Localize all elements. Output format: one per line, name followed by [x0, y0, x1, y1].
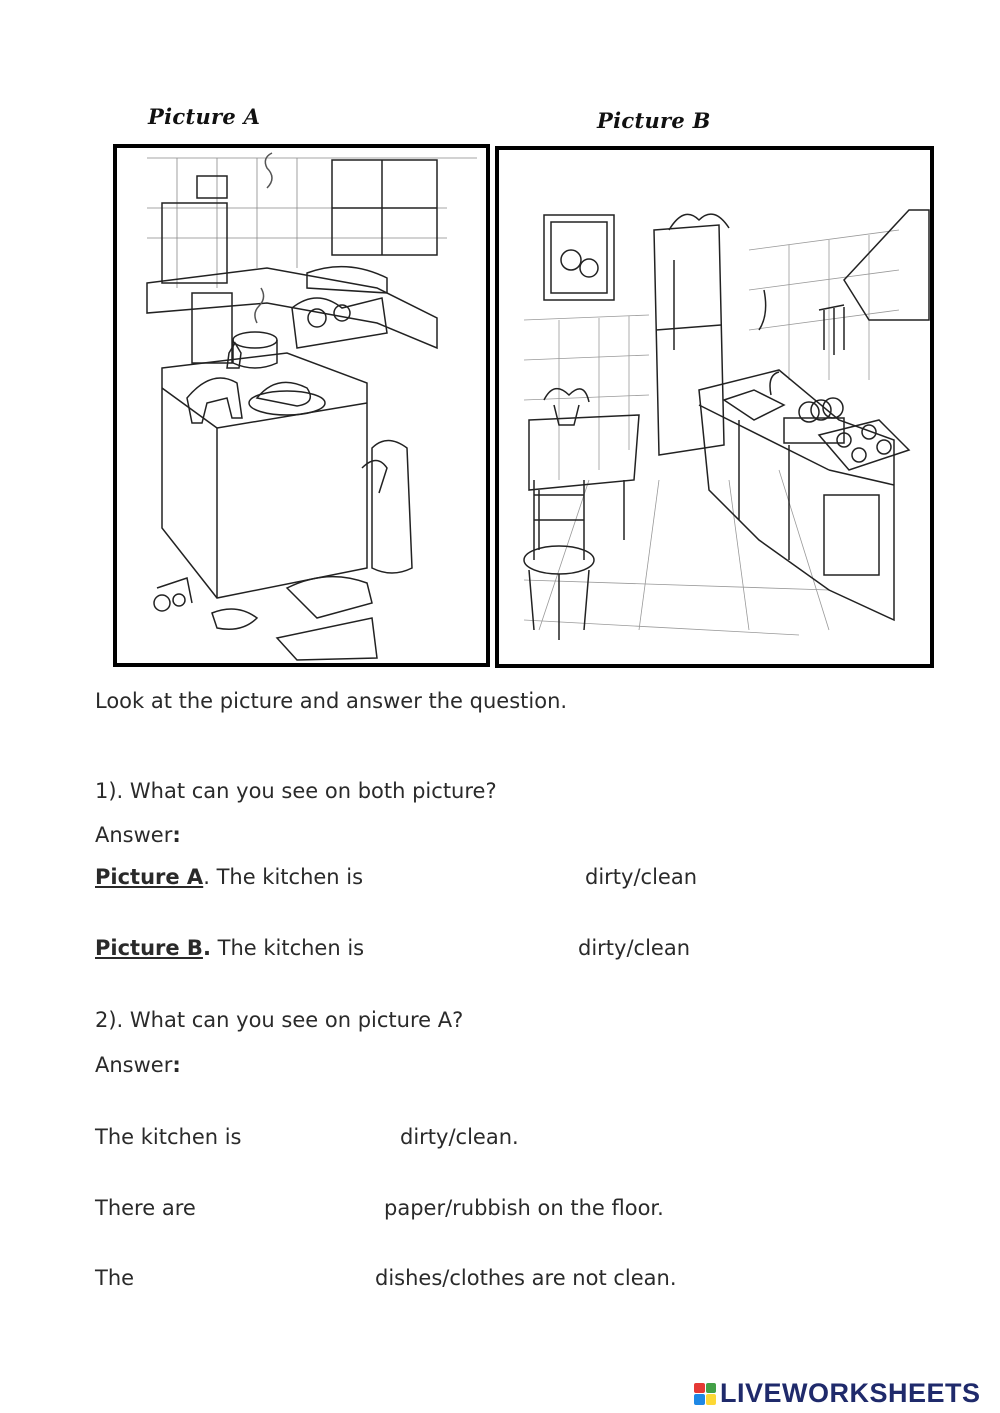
- q1-line-b-text: The kitchen is: [210, 936, 365, 960]
- picture-b-label: Picture B: [597, 108, 711, 133]
- q1-line-a-options: dirty/clean: [585, 865, 698, 889]
- clean-kitchen-illustration: [523, 209, 930, 640]
- q1-line-a-text: The kitchen is: [209, 865, 364, 889]
- q1-line-a: Picture A. The kitchen is: [95, 865, 364, 889]
- q2-line-3-options: dishes/clothes are not clean.: [375, 1266, 677, 1290]
- q1-line-a-label: Picture A: [95, 865, 204, 889]
- q2-line-3-text: The: [95, 1266, 135, 1290]
- q2-line-1-options: dirty/clean.: [400, 1125, 519, 1149]
- dirty-kitchen-illustration: [146, 152, 477, 661]
- q1-line-b: Picture B. The kitchen is: [95, 936, 365, 960]
- q2-line-1-text: The kitchen is: [95, 1125, 242, 1149]
- q2-answer-label: Answer:: [95, 1053, 181, 1077]
- picture-a-label: Picture A: [148, 104, 261, 129]
- liveworksheets-badge-icon: [694, 1382, 716, 1405]
- question-2: 2). What can you see on picture A?: [95, 1008, 464, 1032]
- q1-line-b-options: dirty/clean: [578, 936, 691, 960]
- question-1: 1). What can you see on both picture?: [95, 779, 497, 803]
- q1-answer-label: Answer:: [95, 823, 181, 847]
- picture-a-frame: [113, 144, 490, 667]
- liveworksheets-logo: LIVEWORKSHEETS: [694, 1378, 981, 1409]
- liveworksheets-text: LIVEWORKSHEETS: [720, 1378, 981, 1408]
- q2-line-2-text: There are: [95, 1196, 196, 1220]
- q2-line-2-options: paper/rubbish on the floor.: [384, 1196, 664, 1220]
- instruction-text: Look at the picture and answer the quest…: [95, 689, 568, 713]
- picture-b-frame: [495, 146, 934, 668]
- q1-line-b-label: Picture B: [95, 936, 203, 960]
